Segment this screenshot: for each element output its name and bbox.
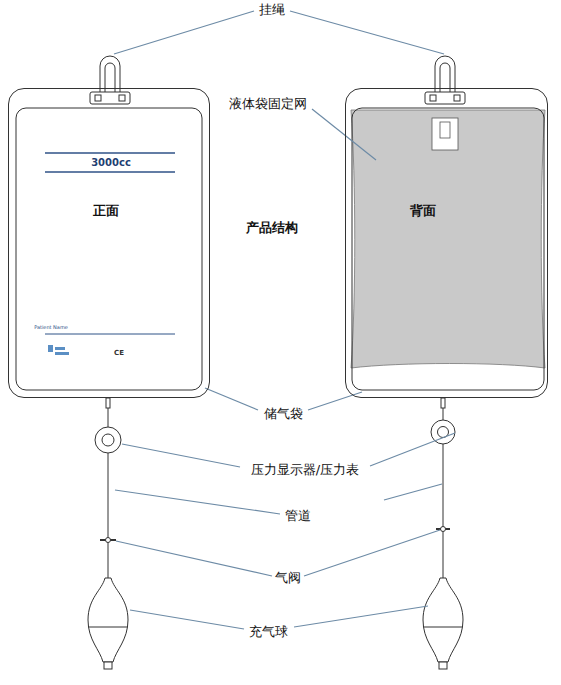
leader-lines: [114, 11, 455, 629]
bulb-nozzle: [104, 662, 112, 669]
inflation-assembly: [88, 398, 128, 669]
inner-outline: [352, 108, 544, 390]
bag-text: 正面: [93, 204, 119, 219]
part-label: 气阀: [274, 571, 302, 586]
hanging-loop: [425, 56, 465, 104]
leader-line: [116, 541, 272, 576]
art-part: [48, 345, 53, 352]
net-window: [432, 118, 458, 150]
clip-hole: [454, 95, 460, 101]
leader-line: [130, 610, 244, 629]
leader-line: [294, 606, 428, 627]
leader-line: [122, 444, 240, 467]
leader-line: [115, 490, 280, 514]
clip-hole: [95, 95, 101, 101]
loop-clip: [425, 92, 465, 104]
air-valve-knob: [441, 527, 446, 532]
inflation-bulb: [423, 578, 463, 662]
part-label: 充气球: [248, 625, 289, 640]
leader-line: [308, 392, 362, 410]
art-part: [55, 347, 65, 350]
leader-line: [114, 11, 254, 54]
tube-connector: [441, 398, 445, 408]
bag-text: Patient Name: [34, 325, 68, 331]
bag-text: CE: [114, 349, 124, 357]
inner-outline: [16, 108, 202, 390]
clip-hole: [119, 95, 125, 101]
clip-hole: [430, 95, 436, 101]
part-label: 挂绳: [258, 3, 286, 18]
name-line: [45, 334, 175, 335]
part-label: 管道: [284, 509, 312, 524]
inflation-bulb: [88, 578, 128, 662]
bulb-band: [89, 627, 128, 628]
tube-connector: [106, 398, 110, 408]
art-part: [55, 352, 69, 355]
back-bag-art: [351, 108, 545, 390]
bag-text: 3000cc: [91, 157, 131, 169]
part-label: 压力显示器/压力表: [250, 463, 360, 478]
diagram-title: 产品结构: [246, 221, 298, 236]
part-label: 储气袋: [263, 407, 304, 422]
bulb-band: [424, 627, 463, 628]
hanging-loop: [90, 56, 130, 104]
tube: [443, 444, 444, 578]
label-line: [45, 152, 175, 153]
fixing-net: [351, 110, 545, 368]
loop-outer: [435, 56, 455, 96]
pressure-gauge: [95, 427, 121, 453]
bag-panel: 3000cc 正面 Patient NameCE: [8, 88, 210, 398]
leader-line: [290, 11, 444, 54]
leader-line: [384, 484, 442, 500]
tube: [108, 453, 109, 578]
net-tab: [440, 122, 450, 138]
loop-clip: [90, 92, 130, 104]
leader-line: [205, 388, 258, 410]
bag-text: 背面: [410, 204, 436, 219]
gauge-dial: [102, 434, 114, 446]
leader-line: [304, 530, 440, 576]
label-line: [45, 171, 175, 172]
part-label: 液体袋固定网: [228, 97, 308, 112]
bulb-nozzle: [439, 662, 447, 669]
leader-line: [370, 433, 455, 466]
front-bag-art: [16, 108, 202, 390]
leader-line: [312, 109, 376, 160]
air-valve-knob: [106, 538, 111, 543]
logo-mark: [48, 345, 69, 355]
bag-panel: 背面: [345, 88, 548, 398]
loop-outer: [100, 56, 120, 96]
